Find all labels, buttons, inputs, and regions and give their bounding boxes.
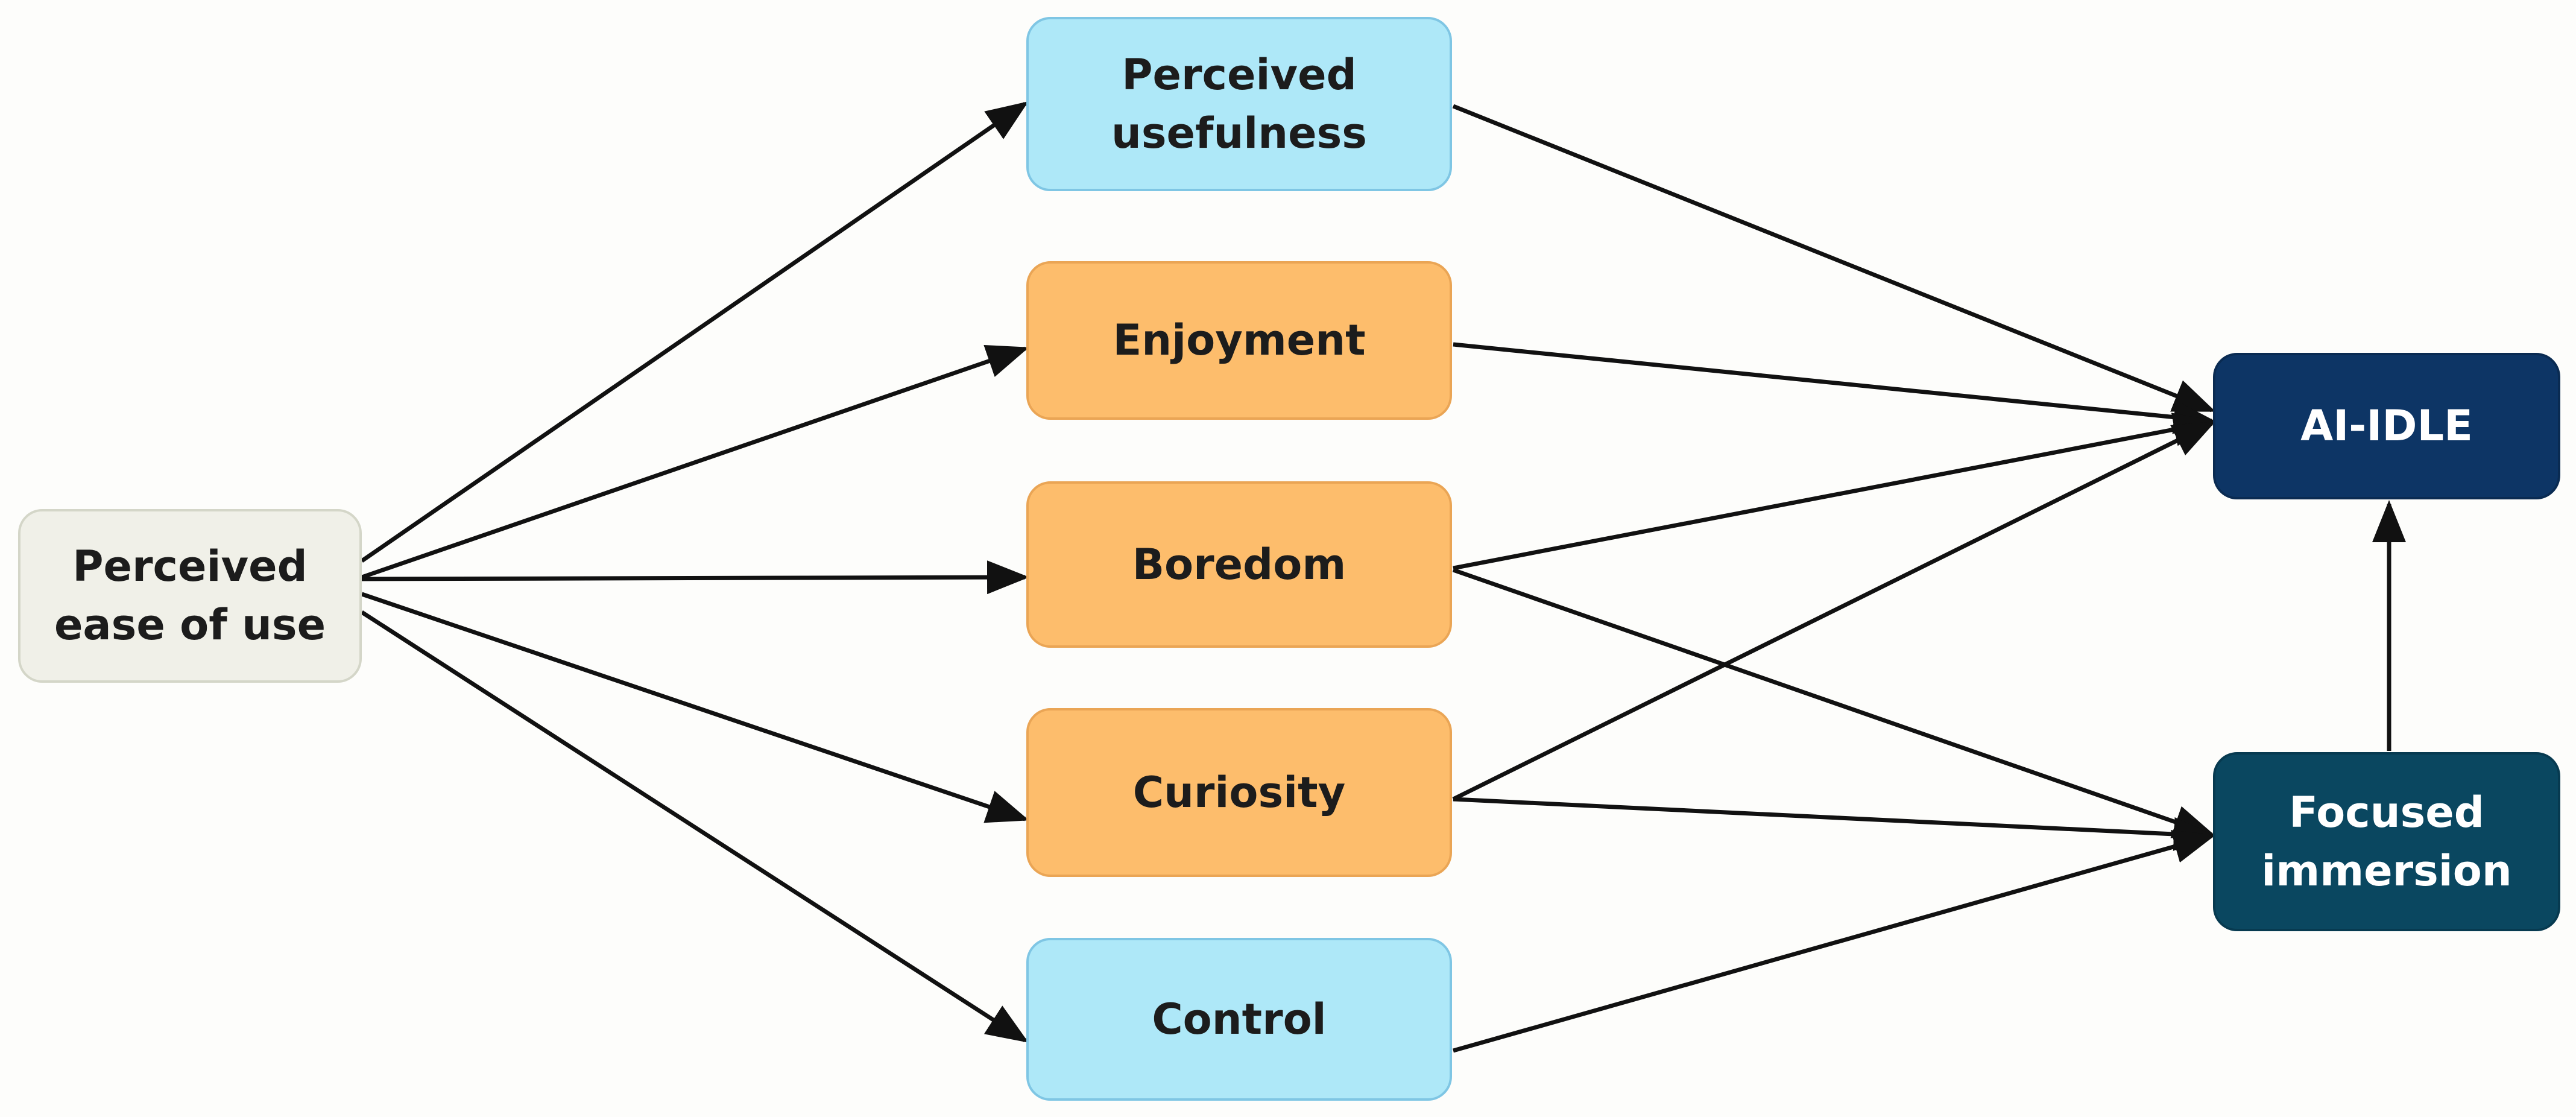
arrow-perceived-ease-of-use-to-enjoyment [361, 345, 1029, 580]
arrow-boredom-to-focused-immersion [1452, 568, 2216, 838]
node-focused-immersion: Focused immersion [2213, 752, 2560, 931]
arrow-perceived-ease-of-use-to-boredom [361, 560, 1029, 595]
arrow-perceived-ease-of-use-to-control [361, 610, 1029, 1043]
arrow-curiosity-to-focused-immersion [1453, 797, 2216, 851]
arrow-control-to-focused-immersion [1453, 830, 2216, 1053]
arrow-boredom-to-ai-idle [1453, 413, 2216, 571]
arrow-curiosity-to-ai-idle [1452, 421, 2216, 802]
arrow-perceived-ease-of-use-to-perceived-usefulness [361, 101, 1029, 563]
node-perceived-usefulness: Perceived usefulness [1026, 17, 1452, 191]
node-boredom: Boredom [1026, 481, 1452, 648]
arrow-perceived-usefulness-to-ai-idle [1452, 104, 2216, 413]
node-ai-idle: AI-IDLE [2213, 353, 2560, 499]
arrow-perceived-ease-of-use-to-curiosity [361, 592, 1029, 823]
node-control: Control [1026, 938, 1452, 1101]
node-enjoyment: Enjoyment [1026, 261, 1452, 420]
node-curiosity: Curiosity [1026, 708, 1452, 877]
arrow-enjoyment-to-ai-idle [1453, 342, 2216, 434]
node-perceived-ease-of-use: Perceived ease of use [18, 509, 362, 683]
